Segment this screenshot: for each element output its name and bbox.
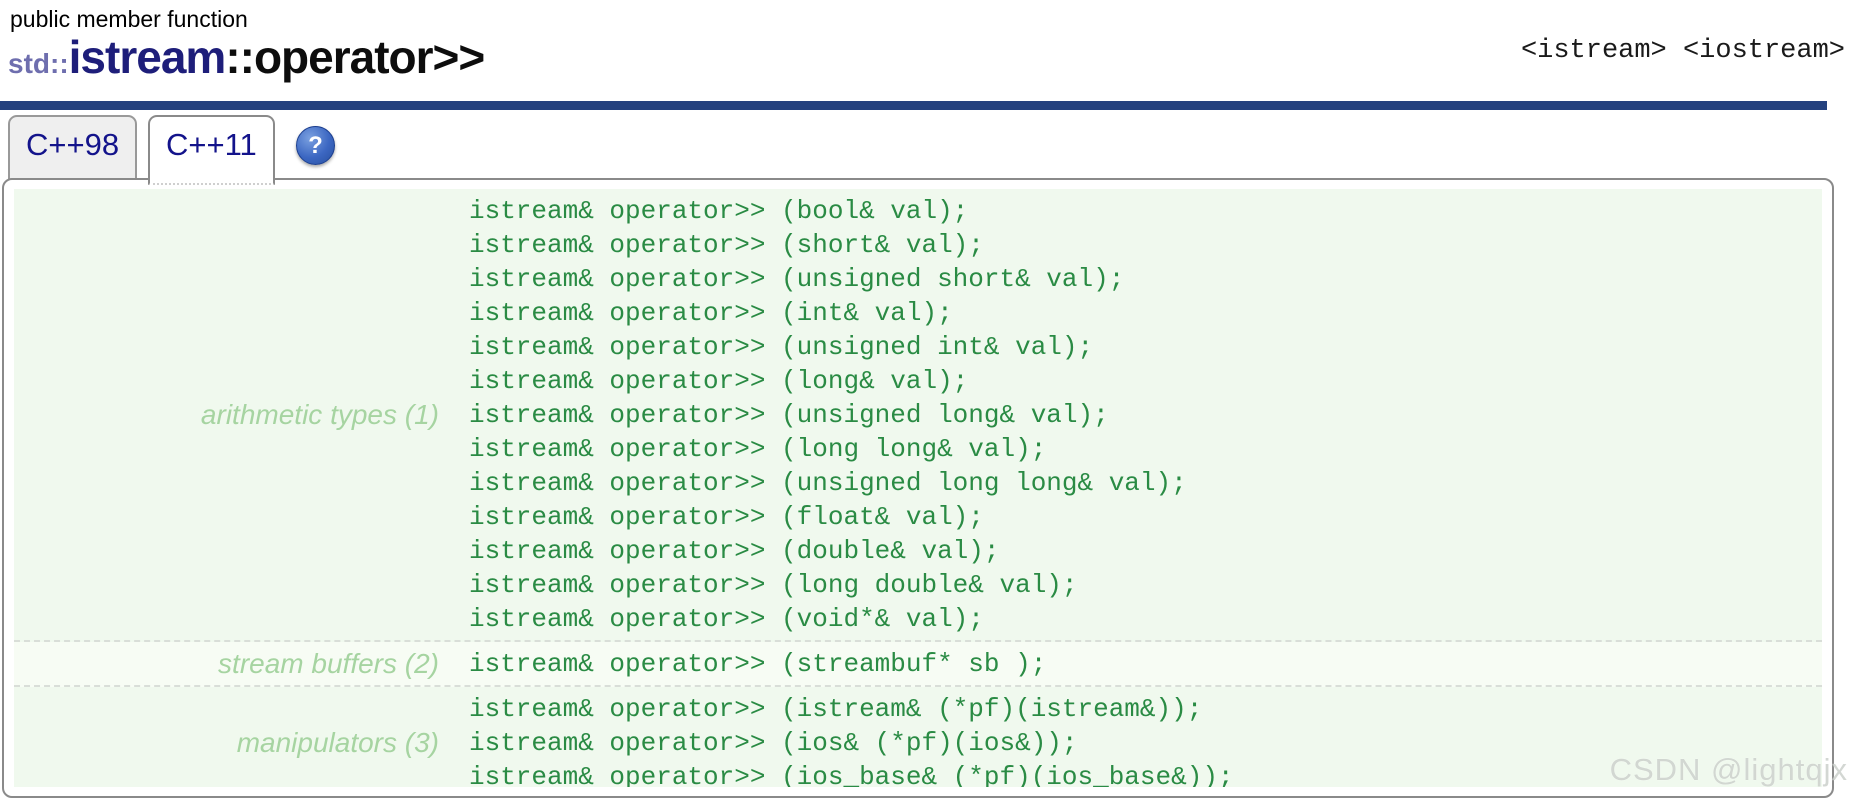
code-line: istream& operator>> (void*& val);: [469, 604, 984, 634]
code-line: istream& operator>> (unsigned long& val)…: [469, 400, 1109, 430]
header-includes[interactable]: <istream> <iostream>: [1520, 36, 1845, 66]
code-line: istream& operator>> (int& val);: [469, 298, 953, 328]
version-tabs: C++98 C++11 ?: [0, 110, 1860, 185]
code-line: istream& operator>> (unsigned int& val);: [469, 332, 1094, 362]
code-line: istream& operator>> (ios_base& (*pf)(ios…: [469, 762, 1234, 787]
title-namespace: std::: [8, 48, 69, 79]
group-signatures: istream& operator>> (bool& val); istream…: [469, 189, 1822, 640]
code-line: istream& operator>> (double& val);: [469, 536, 1000, 566]
help-icon[interactable]: ?: [296, 126, 335, 165]
code-line: istream& operator>> (short& val);: [469, 230, 984, 260]
help-icon-glyph: ?: [308, 131, 323, 159]
group-label: stream buffers (2): [218, 647, 439, 679]
code-line: istream& operator>> (ios& (*pf)(ios&));: [469, 728, 1078, 758]
code-line: istream& operator>> (long long& val);: [469, 434, 1047, 464]
code-line: istream& operator>> (streambuf* sb );: [469, 649, 1047, 679]
group-manipulators: manipulators (3) istream& operator>> (is…: [14, 687, 1822, 787]
group-signatures: istream& operator>> (streambuf* sb );: [469, 642, 1822, 685]
title-class-name: istream: [68, 31, 227, 83]
code-line: istream& operator>> (istream& (*pf)(istr…: [469, 694, 1203, 724]
group-label: manipulators (3): [236, 726, 439, 758]
title-divider: [0, 101, 1827, 110]
group-label: arithmetic types (1): [200, 398, 439, 430]
page-kicker: public member function: [10, 6, 248, 32]
declaration-panel: arithmetic types (1) istream& operator>>…: [14, 189, 1822, 787]
group-stream-buffers: stream buffers (2) istream& operator>> (…: [14, 642, 1822, 687]
group-signatures: istream& operator>> (istream& (*pf)(istr…: [469, 687, 1822, 787]
code-line: istream& operator>> (long& val);: [469, 366, 969, 396]
watermark: CSDN @lightqjx: [1609, 752, 1848, 787]
page-title: std::istream::operator>>: [8, 30, 485, 84]
declaration-container: arithmetic types (1) istream& operator>>…: [2, 178, 1834, 798]
tab-cpp11[interactable]: C++11: [148, 115, 275, 185]
code-line: istream& operator>> (unsigned short& val…: [469, 264, 1125, 294]
tab-cpp98[interactable]: C++98: [8, 115, 138, 181]
code-line: istream& operator>> (unsigned long long&…: [469, 468, 1187, 498]
title-member-name: ::operator>>: [225, 31, 485, 83]
code-line: istream& operator>> (bool& val);: [469, 196, 969, 226]
group-arithmetic-types: arithmetic types (1) istream& operator>>…: [14, 189, 1822, 642]
code-line: istream& operator>> (float& val);: [469, 502, 984, 532]
code-line: istream& operator>> (long double& val);: [469, 570, 1078, 600]
